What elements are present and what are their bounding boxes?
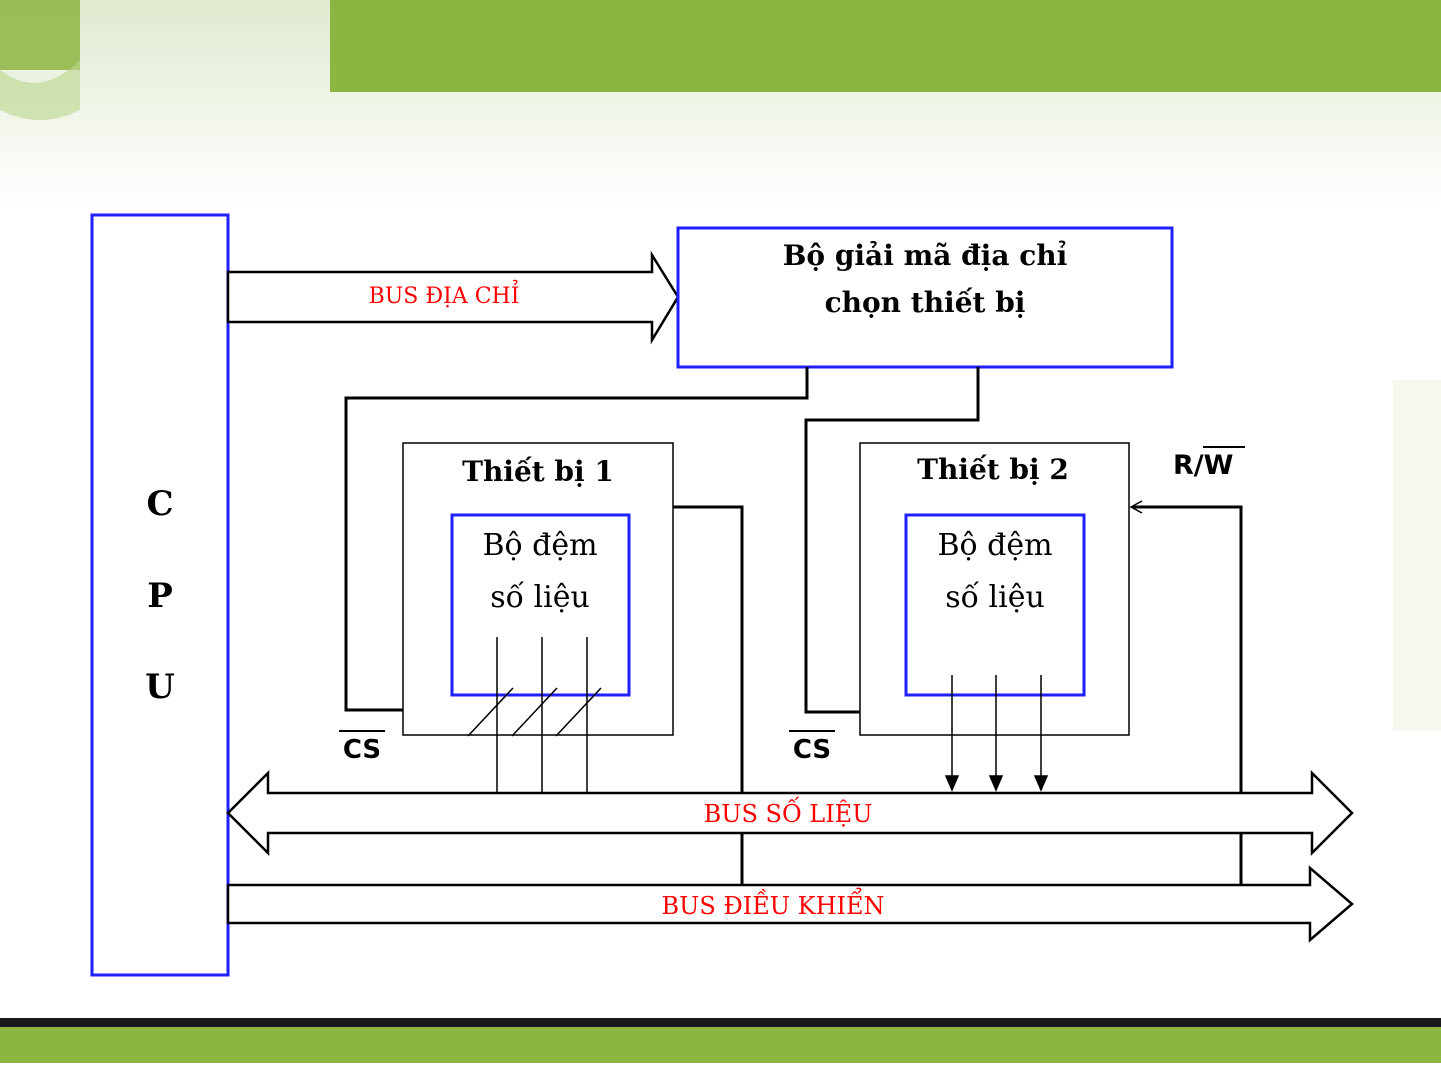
control-pass-lines — [742, 833, 1241, 885]
header-decoration — [0, 0, 1441, 205]
device-2-title: Thiết bị 2 — [917, 453, 1069, 486]
decoder-block: Bộ giải mã địa chỉ chọn thiết bị — [678, 228, 1172, 367]
cpu-letter-u: U — [145, 667, 175, 707]
footer-bands — [0, 1018, 1441, 1063]
decoder-line2: chọn thiết bị — [825, 286, 1026, 319]
side-decoration — [1393, 380, 1441, 730]
device-1-buffer-line2: số liệu — [490, 580, 590, 615]
address-bus-label: BUS ĐỊA CHỈ — [369, 279, 520, 309]
address-bus-arrow: BUS ĐỊA CHỈ — [228, 255, 678, 340]
cpu-letter-p: P — [147, 576, 173, 616]
device-2: Thiết bị 2 Bộ đệm số liệu CS — [789, 443, 1129, 790]
cpu-letter-c: C — [146, 484, 173, 524]
decoder-line1: Bộ giải mã địa chỉ — [783, 239, 1068, 272]
rw-label-r: R/ — [1173, 450, 1204, 481]
data-bus-arrow: BUS SỐ LIỆU — [228, 773, 1352, 853]
control-bus-label: BUS ĐIỀU KHIỂN — [661, 887, 884, 920]
device-1-title: Thiết bị 1 — [462, 455, 614, 488]
device-2-buffer-line2: số liệu — [945, 580, 1045, 615]
device-1: Thiết bị 1 Bộ đệm số liệu CS — [339, 443, 673, 793]
data-bus-label: BUS SỐ LIỆU — [704, 796, 873, 828]
device-2-cs-label: CS — [793, 735, 831, 765]
control-bus-arrow: BUS ĐIỀU KHIỂN — [228, 868, 1352, 940]
rw-label: R/W — [1173, 450, 1233, 481]
device-2-buffer-line1: Bộ đệm — [937, 528, 1052, 563]
cpu-block: C P U — [92, 215, 228, 975]
device-1-buffer-line1: Bộ đệm — [482, 528, 597, 563]
device-1-cs-label: CS — [343, 735, 381, 765]
rw-label-w: W — [1204, 450, 1234, 481]
